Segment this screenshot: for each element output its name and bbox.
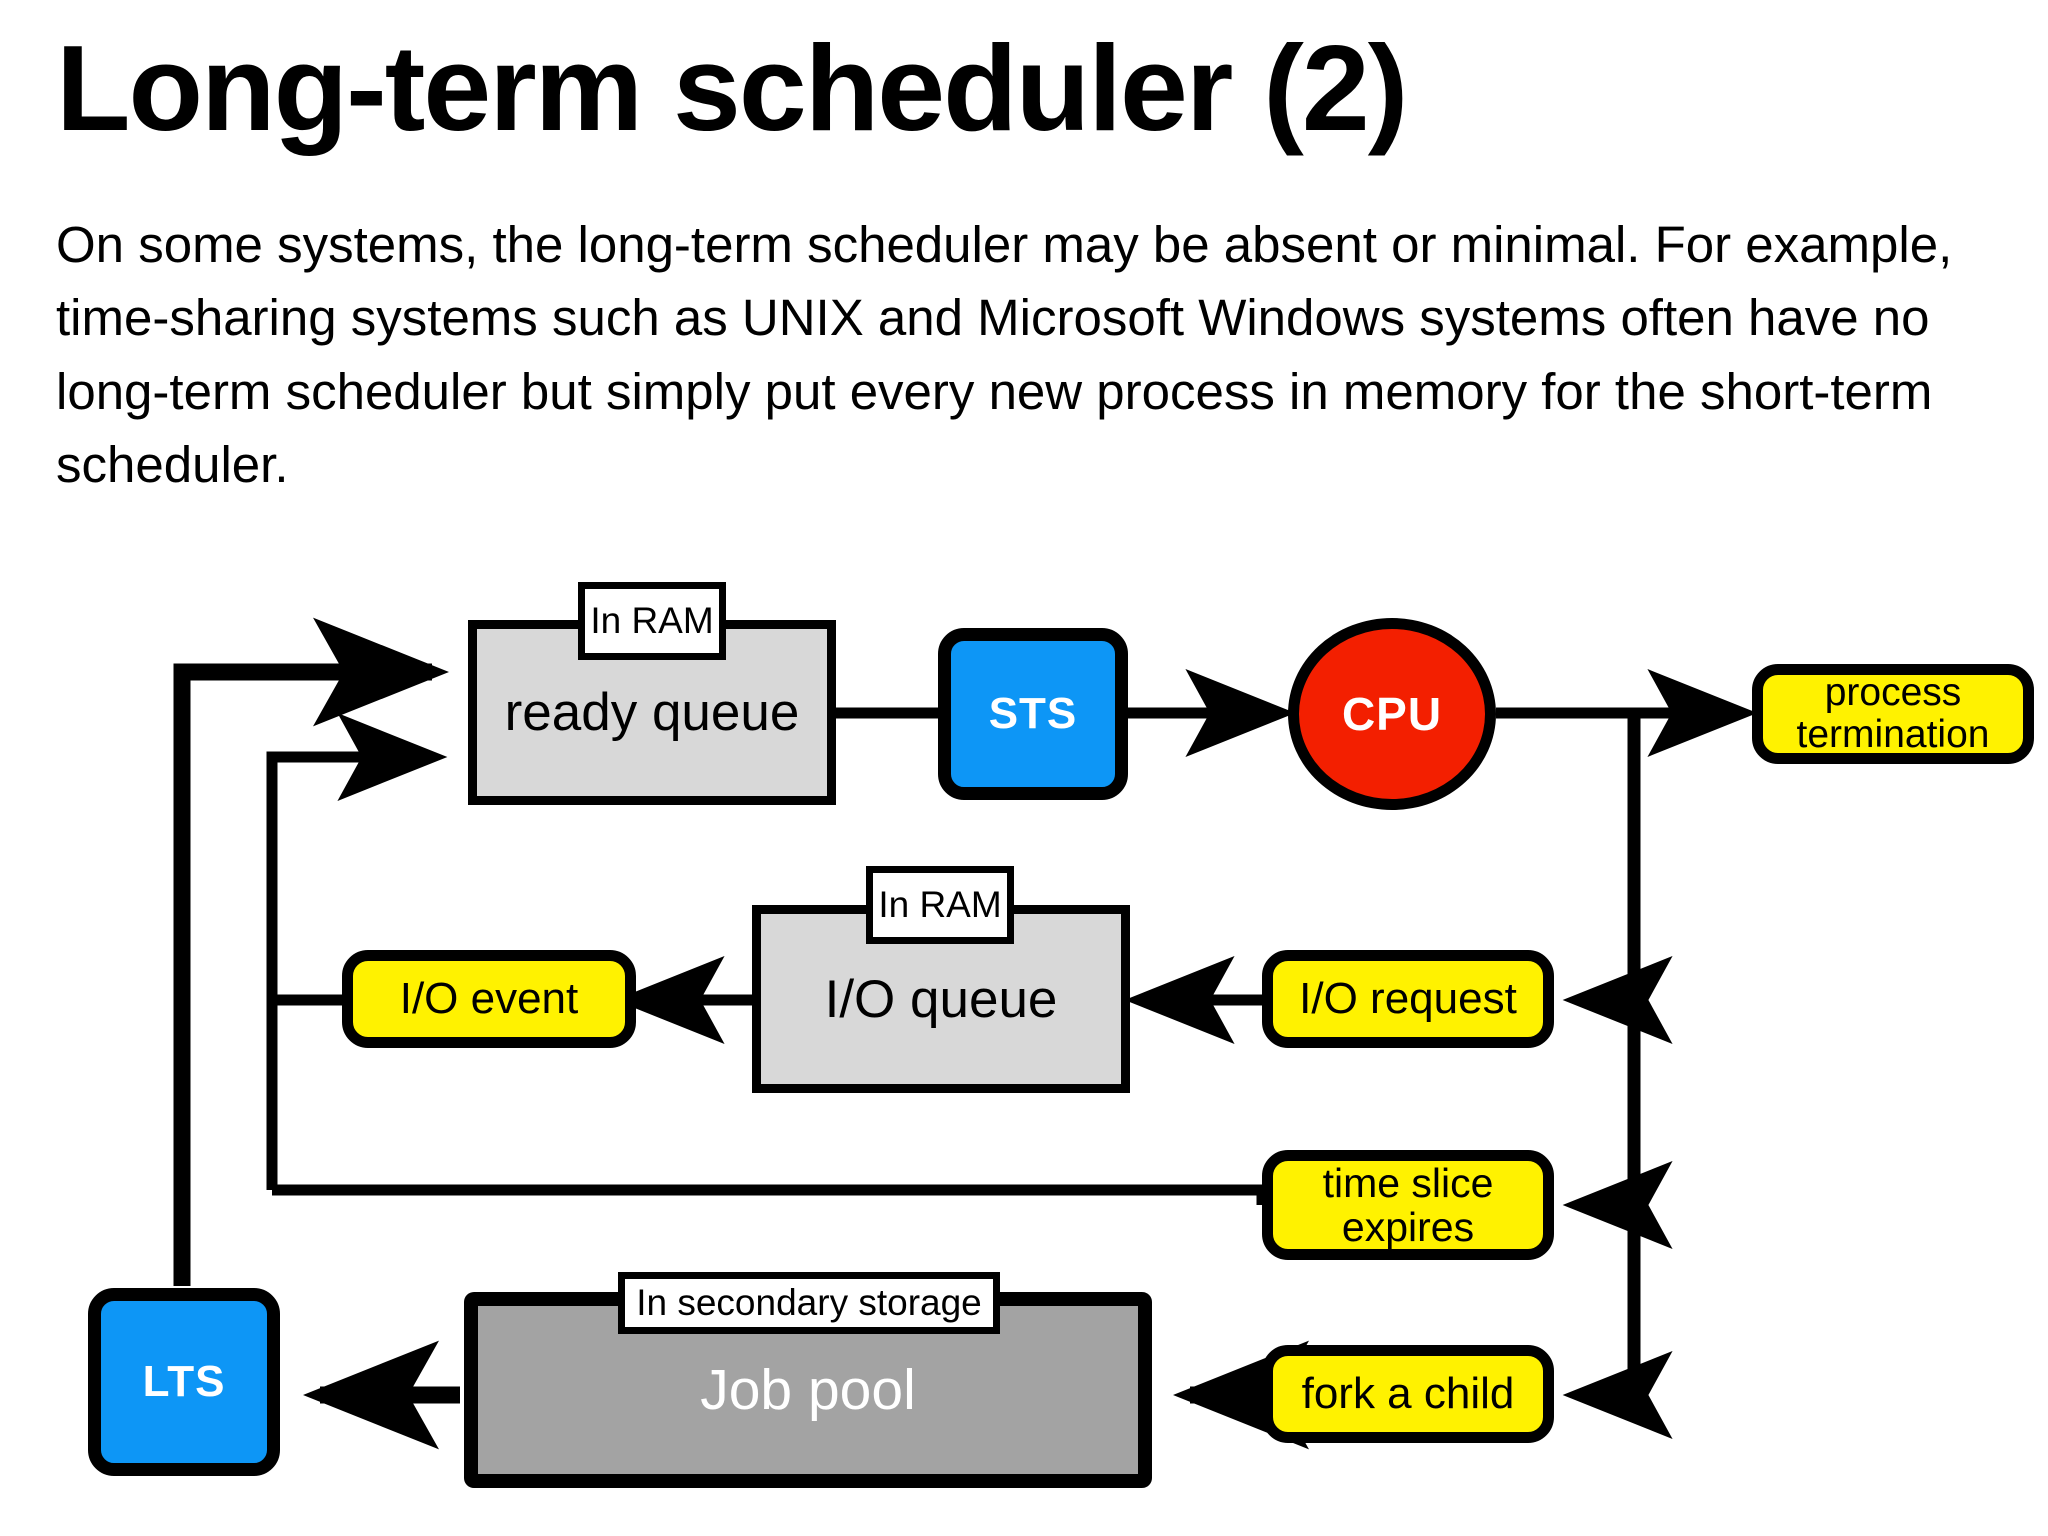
node-fork-a-child[interactable]: fork a child [1262,1345,1554,1443]
node-fork-a-child-label: fork a child [1301,1369,1515,1419]
tag-ready-queue-in-ram: In RAM [578,582,726,660]
node-process-termination[interactable]: process termination [1752,664,2034,764]
node-io-queue-label: I/O queue [824,969,1058,1029]
node-time-slice-expires[interactable]: time slice expires [1262,1150,1554,1260]
tag-io-queue-in-ram: In RAM [866,866,1014,944]
node-io-request[interactable]: I/O request [1262,950,1554,1048]
slide-body-text: On some systems, the long-term scheduler… [56,216,1953,494]
page-title: Long-term scheduler (2) [56,20,1408,156]
tag-job-pool-in-secondary-storage-label: In secondary storage [636,1282,982,1323]
node-time-slice-expires-line2: expires [1341,1204,1475,1250]
node-process-termination-line2: termination [1796,713,1990,756]
tag-job-pool-in-secondary-storage: In secondary storage [618,1272,1000,1334]
node-io-request-label: I/O request [1299,974,1517,1024]
node-lts-label: LTS [142,1357,226,1406]
node-sts[interactable]: STS [938,628,1128,800]
node-process-termination-line1: process [1824,670,1962,714]
node-cpu[interactable]: CPU [1288,618,1496,810]
edge-lts-to-ready-queue [173,617,449,1286]
node-io-event[interactable]: I/O event [342,950,636,1048]
node-lts[interactable]: LTS [88,1288,280,1476]
node-time-slice-expires-line1: time slice [1322,1159,1494,1206]
tag-io-queue-in-ram-label: In RAM [878,884,1002,925]
edge-time-slice-to-left-riser [272,1184,1268,1205]
node-job-pool-label: Job pool [700,1358,916,1422]
node-io-event-label: I/O event [399,974,579,1024]
tag-ready-queue-in-ram-label: In RAM [590,600,714,641]
node-sts-label: STS [988,689,1078,738]
node-cpu-label: CPU [1341,688,1443,740]
node-io-queue[interactable]: I/O queue [752,905,1130,1093]
node-ready-queue-label: ready queue [504,683,800,742]
edge-left-riser-to-ready-queue [266,713,448,1190]
